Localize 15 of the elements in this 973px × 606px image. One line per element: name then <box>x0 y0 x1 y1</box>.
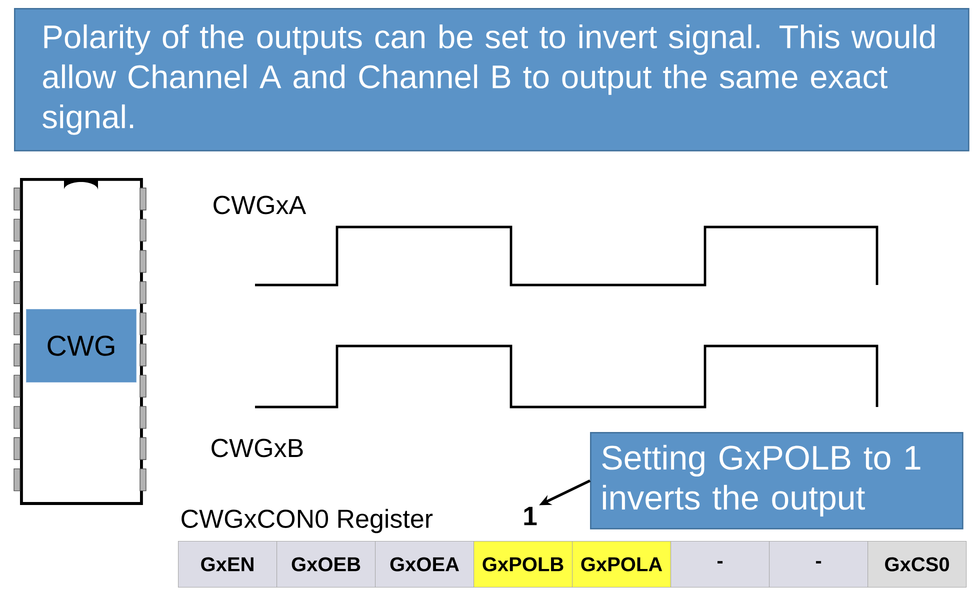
register-cell: GxCS0 <box>868 541 967 588</box>
signal-label: CWGxA <box>214 196 306 214</box>
bit-value: 1 <box>524 506 537 526</box>
register-cell: GxEN <box>178 541 278 588</box>
register-title: CWGxCON0 Register <box>182 508 433 534</box>
callout-box: Setting GxPOLB to 1 inverts the output <box>590 432 964 530</box>
signal-label: CWGxB <box>212 438 303 458</box>
register-cell: GxOEA <box>375 541 474 588</box>
register-cell: GxOEB <box>276 541 376 588</box>
register-cell: - <box>769 541 868 588</box>
block-box: CWG <box>26 309 137 383</box>
register-cell: GxPOLB <box>474 541 573 588</box>
text-banner: Polarity of the outputs can be set to invert signal. This would allow Channel A and Channel B to output the same exact signal. <box>14 8 970 152</box>
register-cell: GxPOLA <box>572 541 672 588</box>
register-cell: - <box>670 541 770 588</box>
